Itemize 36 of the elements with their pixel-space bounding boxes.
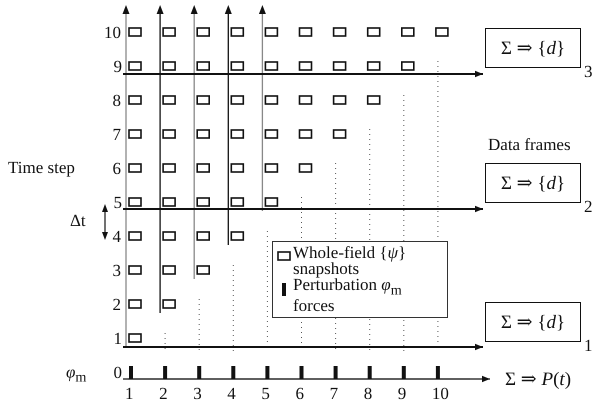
tick-label: 4 bbox=[227, 385, 236, 403]
formula-box: Σ ⇒ {d} bbox=[485, 163, 581, 203]
arrow bbox=[123, 344, 483, 350]
tick-label: 1 bbox=[100, 329, 122, 349]
tick-label: 5 bbox=[100, 193, 122, 213]
symbol-label: φ$_{m}$ bbox=[66, 363, 86, 387]
symbol-label: Δt bbox=[70, 212, 86, 230]
tick-label: 3 bbox=[112, 262, 121, 280]
tick-label: 7 bbox=[330, 385, 338, 403]
tick-label: 9 bbox=[100, 57, 122, 77]
tick-label: 5 bbox=[261, 385, 270, 403]
arrow bbox=[123, 206, 483, 212]
formula-box: Σ ⇒ {d} bbox=[485, 302, 581, 342]
tick-label: 10 bbox=[432, 385, 449, 403]
frame-number: 2 bbox=[584, 198, 592, 216]
tick-label: 2 bbox=[112, 296, 121, 314]
tick-label: 1 bbox=[125, 385, 134, 403]
tick-label: 6 bbox=[112, 160, 121, 178]
formula-box: Σ ⇒ {d} bbox=[485, 28, 581, 68]
tick-label: 8 bbox=[112, 92, 121, 110]
tick-label: 2 bbox=[159, 385, 168, 403]
tick-label: 7 bbox=[112, 126, 121, 144]
axis-title: Time step bbox=[8, 159, 75, 177]
tick-label: 6 bbox=[296, 385, 304, 403]
tick-label: 10 bbox=[104, 24, 121, 42]
frame-number: 1 bbox=[584, 337, 592, 355]
frame-number: 3 bbox=[584, 63, 592, 81]
tick-label: 9 bbox=[398, 385, 406, 403]
tick-label: 4 bbox=[112, 228, 121, 246]
arrow bbox=[123, 70, 483, 78]
tick-label: 0 bbox=[100, 363, 122, 383]
arrow bbox=[123, 376, 490, 382]
legend-text: Perturbation φ$_{m}$ forces bbox=[293, 277, 403, 314]
tick-label: 8 bbox=[364, 385, 372, 403]
axis-title: Data frames bbox=[488, 136, 571, 154]
tick-label: 3 bbox=[193, 385, 202, 403]
